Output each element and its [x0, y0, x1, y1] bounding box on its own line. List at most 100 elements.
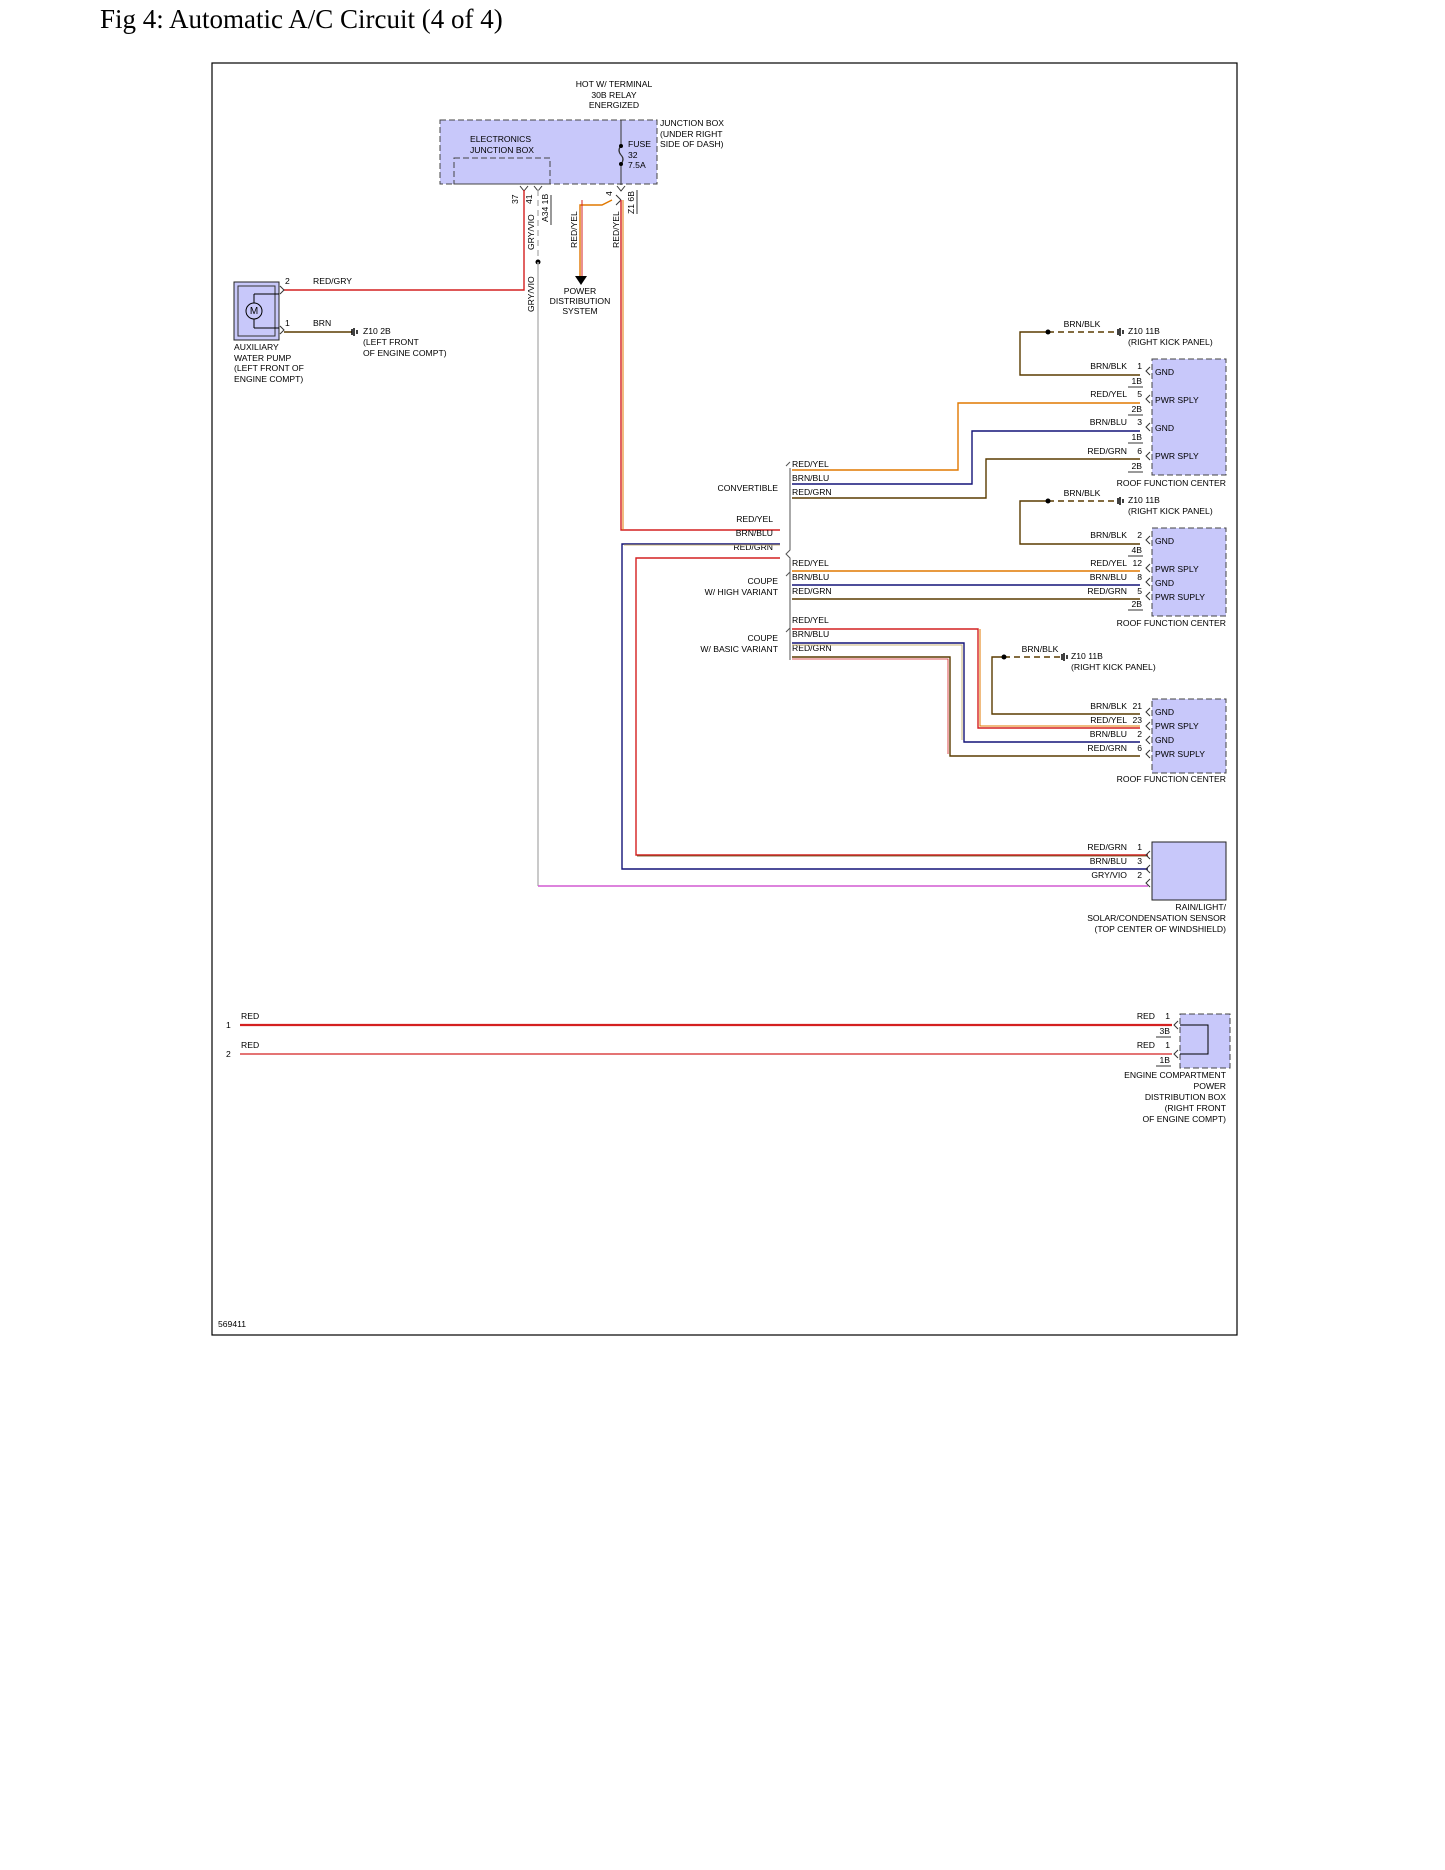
wire-label-red-gry: RED/GRY — [313, 276, 352, 286]
rfc1-box — [1151, 358, 1227, 476]
variant-coupe-basic-label: W/ BASIC VARIANT — [700, 644, 778, 654]
sensor-pin-label: 3 — [1137, 856, 1142, 866]
variant-coupe-basic-label: COUPE — [747, 633, 778, 643]
fuse-element-icon — [618, 145, 624, 165]
connector-icon — [1145, 535, 1151, 601]
rfc2-branch-wire-label: RED/GRN — [792, 586, 832, 596]
engine-box-connector-label: 1B — [1159, 1055, 1170, 1065]
variant-coupe-high-label: W/ HIGH VARIANT — [705, 587, 779, 597]
rfc3-ground-label: (RIGHT KICK PANEL) — [1071, 662, 1156, 672]
engine-box-wire-label: RED — [1137, 1011, 1155, 1021]
wire-red-yel — [979, 629, 1140, 727]
rfc2-func-label: PWR SUPLY — [1155, 592, 1205, 602]
rfc3-label: ROOF FUNCTION CENTER — [1117, 774, 1226, 784]
power-dist-label: DISTRIBUTION — [550, 296, 611, 306]
pump-ground-label: Z10 2B — [363, 326, 391, 336]
ground-icon — [351, 328, 358, 336]
engine-box-label: OF ENGINE COMPT) — [1142, 1114, 1226, 1124]
sensor-wire-label: BRN/BLU — [1090, 856, 1127, 866]
rfc1-connector-label: 2B — [1131, 461, 1142, 471]
engine-box-internal — [1180, 1024, 1209, 1055]
electronics-junction-box — [453, 157, 551, 185]
figure-id: 569411 — [218, 1319, 246, 1329]
fuse-label: 7.5A — [628, 160, 646, 170]
rfc1-branch-wire-label: BRN/BLU — [792, 473, 829, 483]
source-wire-label: RED/YEL — [736, 514, 773, 524]
wire-brn-blu — [792, 430, 1140, 485]
wire-brn-blk — [1019, 331, 1140, 376]
connector-icon — [519, 185, 626, 192]
engine-power-distribution-box — [1179, 1013, 1231, 1069]
sensor-pin-label: 1 — [1137, 842, 1142, 852]
rfc1-pin-label: 6 — [1137, 446, 1142, 456]
fuse-node-dot — [619, 144, 623, 148]
power-dist-label: SYSTEM — [562, 306, 597, 316]
wire-label-brn: BRN — [313, 318, 331, 328]
wire-red-gry — [284, 190, 525, 291]
rfc2-wire-label: RED/GRN — [1087, 586, 1127, 596]
wire-red-yel — [792, 628, 1140, 729]
rfc2-func-label: GND — [1155, 578, 1174, 588]
rfc2-pin-label: 8 — [1137, 572, 1142, 582]
connector-icon — [1145, 366, 1151, 461]
rfc1-wire-label: RED/YEL — [1090, 389, 1127, 399]
hot-label: ENERGIZED — [589, 100, 639, 110]
rfc3-branch-wire-label: BRN/BLU — [792, 629, 829, 639]
rfc2-branch-wire-label: BRN/BLU — [792, 572, 829, 582]
wire-red-yel — [579, 199, 613, 276]
rfc1-func-label: PWR SPLY — [1155, 451, 1199, 461]
junction-box-label: (UNDER RIGHT — [660, 129, 723, 139]
rfc3-pin-label: 2 — [1137, 729, 1142, 739]
variant-coupe-high-label: COUPE — [747, 576, 778, 586]
rfc2-connector-label: 4B — [1131, 545, 1142, 555]
wire-brn-blu — [792, 644, 963, 740]
rfc2-ground-label: (RIGHT KICK PANEL) — [1128, 506, 1213, 516]
connector-icon — [279, 285, 285, 335]
rfc3-wire-label: BRN/BLK — [1090, 701, 1127, 711]
rfc2-ground-wire-label: BRN/BLK — [1064, 488, 1101, 498]
wire-red-grn — [792, 658, 949, 754]
diagram-frame — [211, 62, 1238, 1336]
water-pump-box — [233, 281, 280, 341]
pump-ground-label: OF ENGINE COMPT) — [363, 348, 447, 358]
rfc2-func-label: GND — [1155, 536, 1174, 546]
rfc1-pin-label: 3 — [1137, 417, 1142, 427]
sensor-wire-label: RED/GRN — [1087, 842, 1127, 852]
pin-37-label: 37 — [510, 194, 520, 204]
rfc2-wire-label: RED/YEL — [1090, 558, 1127, 568]
wire-red-grn — [635, 557, 1148, 856]
variant-selector-bracket — [785, 468, 791, 660]
junction-box-label: SIDE OF DASH) — [660, 139, 724, 149]
rfc1-ground-label: Z10 11B — [1128, 326, 1160, 336]
sensor-label: SOLAR/CONDENSATION SENSOR — [1087, 913, 1226, 923]
engine-box-label: ENGINE COMPARTMENT — [1124, 1070, 1227, 1080]
wire-label-gry-vio: GRY/VIO — [526, 276, 536, 312]
rfc1-func-label: PWR SPLY — [1155, 395, 1199, 405]
rfc3-pin-label: 21 — [1132, 701, 1142, 711]
rfc3-wire-label: RED/GRN — [1087, 743, 1127, 753]
connector-icon — [1145, 850, 1151, 888]
sensor-label: (TOP CENTER OF WINDSHIELD) — [1095, 924, 1227, 934]
source-wire-label: BRN/BLU — [736, 528, 773, 538]
pin-4-label: 4 — [604, 191, 614, 196]
rfc3-branch-wire-label: RED/YEL — [792, 615, 829, 625]
electronics-box-label: ELECTRONICS — [470, 134, 531, 144]
rfc1-wire-label: BRN/BLU — [1090, 417, 1127, 427]
wire-red-yel — [620, 200, 780, 531]
engine-box-wire-label: RED — [1137, 1040, 1155, 1050]
fuse-label: FUSE — [628, 139, 651, 149]
wire-label-red-yel: RED/YEL — [611, 211, 621, 248]
rfc3-branch-wire-label: RED/GRN — [792, 643, 832, 653]
rfc3-ground-wire-label: BRN/BLK — [1022, 644, 1059, 654]
rfc1-label: ROOF FUNCTION CENTER — [1117, 478, 1226, 488]
rfc3-func-label: PWR SPLY — [1155, 721, 1199, 731]
rfc1-func-label: GND — [1155, 367, 1174, 377]
rfc3-pin-label: 23 — [1132, 715, 1142, 725]
power-dist-label: POWER — [564, 286, 596, 296]
pin-41-label: 41 — [524, 194, 534, 204]
wire-label-red-yel: RED/YEL — [569, 211, 579, 248]
rfc2-func-label: PWR SPLY — [1155, 564, 1199, 574]
rfc1-pin-label: 5 — [1137, 389, 1142, 399]
engine-box-label: (RIGHT FRONT — [1165, 1103, 1227, 1113]
splice-dot — [1045, 329, 1051, 335]
